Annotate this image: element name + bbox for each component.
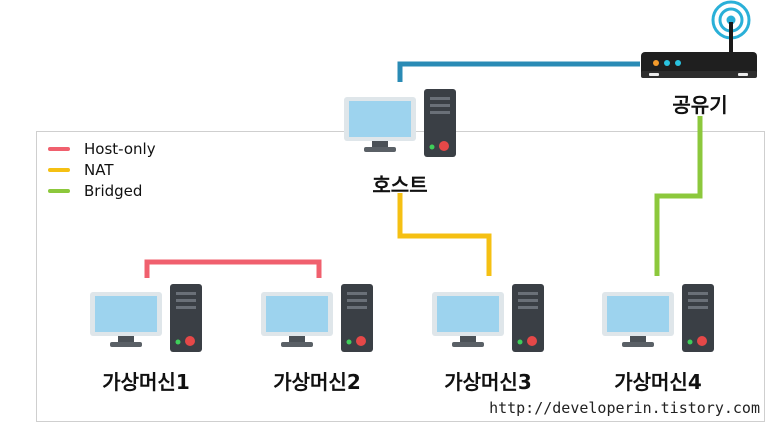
legend-item-host-only: Host-only (48, 138, 156, 159)
vm3-label: 가상머신3 (444, 370, 532, 394)
vm1-computer-icon (90, 284, 202, 352)
host-router-link (397, 61, 640, 82)
vm4-computer-icon (602, 284, 714, 352)
vm2-label: 가상머신2 (273, 370, 361, 394)
vm3-computer-icon (432, 284, 544, 352)
vm1-label: 가상머신1 (102, 370, 190, 394)
host-label: 호스트 (372, 173, 428, 197)
legend-label: NAT (84, 160, 114, 179)
legend-swatch-bridged (48, 188, 70, 193)
legend-item-nat: NAT (48, 159, 156, 180)
legend-item-bridged: Bridged (48, 180, 156, 201)
legend-swatch-host-only (48, 146, 70, 151)
legend: Host-only NAT Bridged (48, 138, 156, 201)
legend-swatch-nat (48, 167, 70, 172)
router-label: 공유기 (672, 93, 728, 117)
host-computer-icon (344, 89, 456, 157)
host-only-link (144, 259, 322, 278)
router-icon (641, 0, 757, 78)
nat-link (397, 193, 492, 276)
legend-label: Bridged (84, 181, 143, 200)
source-url: http://developerin.tistory.com (489, 399, 760, 417)
vm2-computer-icon (261, 284, 373, 352)
vm4-label: 가상머신4 (614, 370, 702, 394)
legend-label: Host-only (84, 139, 156, 158)
bridged-link (654, 116, 703, 276)
